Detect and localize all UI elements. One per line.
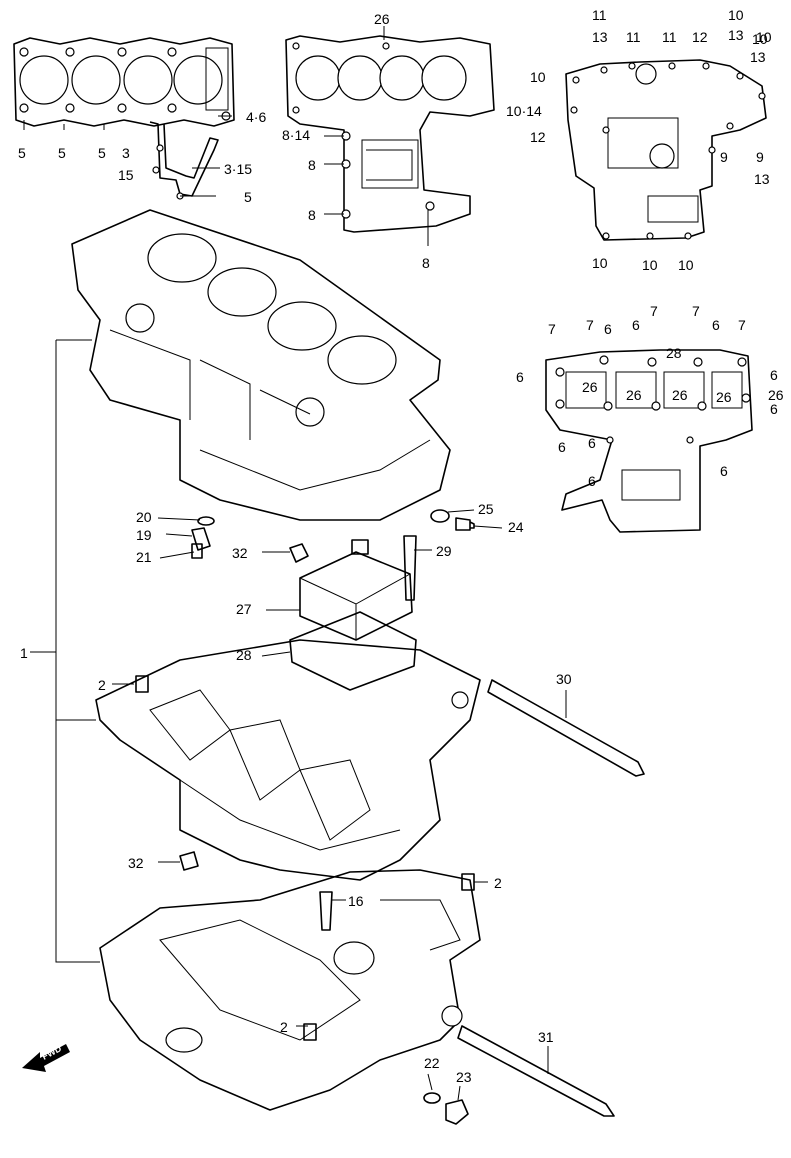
callout-right-mid-21: 6 bbox=[720, 463, 728, 479]
callout-main-11: 24 bbox=[508, 519, 524, 535]
callout-main-6: 19 bbox=[136, 527, 152, 543]
callouts-main: 1 2 2 2 16 19 20 21 22 23 24 25 27 28 29… bbox=[20, 501, 572, 1085]
callout-right-mid-8: 6 bbox=[712, 317, 720, 333]
callout-upper-small-3: 8 bbox=[308, 157, 316, 173]
lower-crankcase bbox=[99, 869, 481, 1111]
callout-upper-small-5: 8 bbox=[422, 255, 430, 271]
callout-right-top-13: 12 bbox=[530, 129, 546, 145]
callout-right-mid-18: 6 bbox=[558, 439, 566, 455]
callout-right-mid-5: 7 bbox=[692, 303, 700, 319]
callout-head-gasket-5: 15 bbox=[118, 167, 134, 183]
callout-right-mid-12: 26 bbox=[582, 379, 598, 395]
callout-main-7: 20 bbox=[136, 509, 152, 525]
callout-right-mid-2: 6 bbox=[604, 321, 612, 337]
callout-right-mid-9: 28 bbox=[666, 345, 682, 361]
callout-main-3: 2 bbox=[494, 875, 502, 891]
callout-right-mid-13: 26 bbox=[626, 387, 642, 403]
callout-main-5: 16 bbox=[348, 893, 364, 909]
callout-main-13: 27 bbox=[236, 601, 252, 617]
callout-main-19: 32 bbox=[128, 855, 144, 871]
callout-right-top-1: 11 bbox=[592, 7, 607, 23]
callout-head-gasket-2: 5 bbox=[58, 145, 66, 161]
callout-right-top-4: 11 bbox=[662, 29, 677, 45]
callout-right-mid-16: 26 bbox=[768, 387, 784, 403]
upper-crankcase bbox=[71, 209, 451, 521]
callout-right-mid-15: 26 bbox=[716, 389, 732, 405]
fwd-arrow: FWD bbox=[22, 1043, 70, 1072]
right-mid-case-view bbox=[545, 349, 753, 533]
callouts-upper-small: 26 8·14 8 8 8 bbox=[282, 11, 430, 271]
callout-right-top-5: 12 bbox=[692, 29, 708, 45]
callout-right-mid-4: 7 bbox=[650, 303, 658, 319]
callout-right-top-18: 10 bbox=[642, 257, 658, 273]
callout-right-mid-1: 7 bbox=[548, 321, 556, 337]
callout-main-17: 31 bbox=[538, 1029, 554, 1045]
callout-head-gasket-3: 5 bbox=[98, 145, 106, 161]
callout-right-top-7: 13 bbox=[728, 27, 744, 43]
callout-right-mid-10: 6 bbox=[516, 369, 524, 385]
small-parts bbox=[135, 509, 645, 1125]
callout-main-18: 32 bbox=[232, 545, 248, 561]
upper-case-view bbox=[285, 35, 495, 233]
callout-right-mid-6: 6 bbox=[632, 317, 640, 333]
callout-right-mid-19: 6 bbox=[588, 435, 596, 451]
callout-right-top-17: 10 bbox=[592, 255, 608, 271]
callout-main-16: 30 bbox=[556, 671, 572, 687]
callout-right-top-19: 10 bbox=[678, 257, 694, 273]
leader-lines bbox=[23, 26, 567, 1101]
middle-crankcase bbox=[95, 639, 481, 881]
head-gasket bbox=[13, 37, 235, 200]
callout-right-top-2: 13 bbox=[592, 29, 608, 45]
callout-right-top-14: 9 bbox=[720, 149, 728, 165]
callout-right-top-8: 10 bbox=[752, 31, 768, 47]
callout-head-gasket-8: 5 bbox=[244, 189, 252, 205]
right-top-case-view bbox=[565, 59, 767, 241]
callout-main-12: 25 bbox=[478, 501, 494, 517]
callout-head-gasket-1: 5 bbox=[18, 145, 26, 161]
callout-right-top-12: 10·14 bbox=[506, 103, 542, 119]
callout-right-mid-20: 6 bbox=[588, 473, 596, 489]
callout-right-top-10: 13 bbox=[750, 49, 766, 65]
callout-main-9: 22 bbox=[424, 1055, 440, 1071]
callout-upper-small-1: 26 bbox=[374, 11, 390, 27]
callout-right-top-3: 11 bbox=[626, 29, 641, 45]
callout-right-top-16: 13 bbox=[754, 171, 770, 187]
callout-head-gasket-7: 3·15 bbox=[224, 161, 252, 177]
callout-head-gasket-4: 3 bbox=[122, 145, 130, 161]
callout-right-mid-7: 7 bbox=[738, 317, 746, 333]
cover-assembly bbox=[289, 539, 417, 691]
callouts-right-mid: 7 6 7 7 7 6 7 6 28 6 6 26 26 26 26 26 6 … bbox=[516, 303, 784, 489]
callout-upper-small-4: 8 bbox=[308, 207, 316, 223]
callout-right-mid-14: 26 bbox=[672, 387, 688, 403]
callout-right-top-6: 10 bbox=[728, 7, 744, 23]
callout-main-4: 2 bbox=[280, 1019, 288, 1035]
callout-main-15: 29 bbox=[436, 543, 452, 559]
callout-right-mid-17: 6 bbox=[770, 401, 778, 417]
callouts-right-top: 11 13 11 11 12 10 13 10 10 13 10 10·14 1… bbox=[506, 7, 772, 273]
callout-main-10: 23 bbox=[456, 1069, 472, 1085]
callout-head-gasket-6: 4·6 bbox=[246, 109, 266, 125]
callout-right-mid-11: 6 bbox=[770, 367, 778, 383]
callout-right-top-9: 10 bbox=[530, 69, 546, 85]
callout-main-1: 1 bbox=[20, 645, 28, 661]
callout-right-top-11: 10 bbox=[756, 29, 772, 45]
callout-right-mid-3: 7 bbox=[586, 317, 594, 333]
callout-main-2: 2 bbox=[98, 677, 106, 693]
callout-main-8: 21 bbox=[136, 549, 152, 565]
callout-upper-small-2: 8·14 bbox=[282, 127, 310, 143]
callout-right-top-15: 9 bbox=[756, 149, 764, 165]
callout-main-14: 28 bbox=[236, 647, 252, 663]
callouts-head-gasket: 5 5 5 3 15 4·6 3·15 5 bbox=[18, 109, 266, 205]
